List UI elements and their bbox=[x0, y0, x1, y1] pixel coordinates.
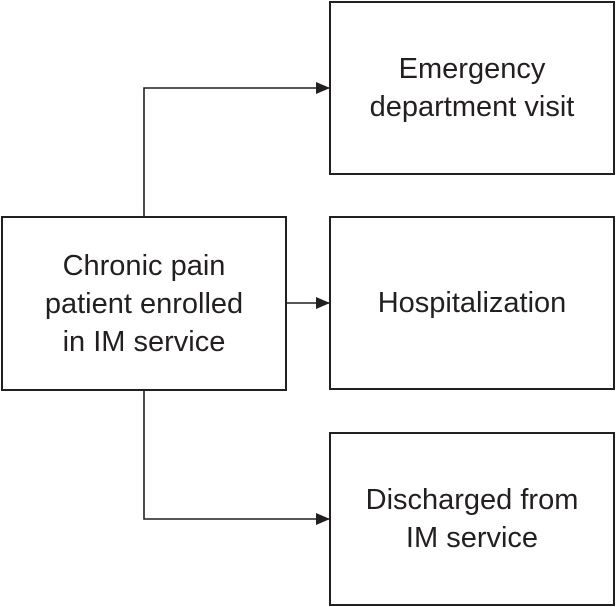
arrow-to-discharged-from-im-service bbox=[143, 391, 330, 525]
target-box-label: Discharged from IM service bbox=[365, 484, 579, 554]
source-box-chronic-pain-patient: Chronic pain patient enrolled in IM serv… bbox=[1, 216, 287, 391]
target-box-discharged-from-im-service: Discharged from IM service bbox=[329, 432, 615, 606]
source-box-label: Chronic pain patient enrolled in IM serv… bbox=[44, 249, 244, 358]
target-box-label: Emergency department visit bbox=[369, 53, 575, 123]
target-box-hospitalization: Hospitalization bbox=[329, 216, 615, 390]
target-box-label: Hospitalization bbox=[377, 287, 567, 319]
arrow-to-emergency-department-visit bbox=[143, 82, 330, 216]
target-box-emergency-department-visit: Emergency department visit bbox=[329, 1, 615, 175]
